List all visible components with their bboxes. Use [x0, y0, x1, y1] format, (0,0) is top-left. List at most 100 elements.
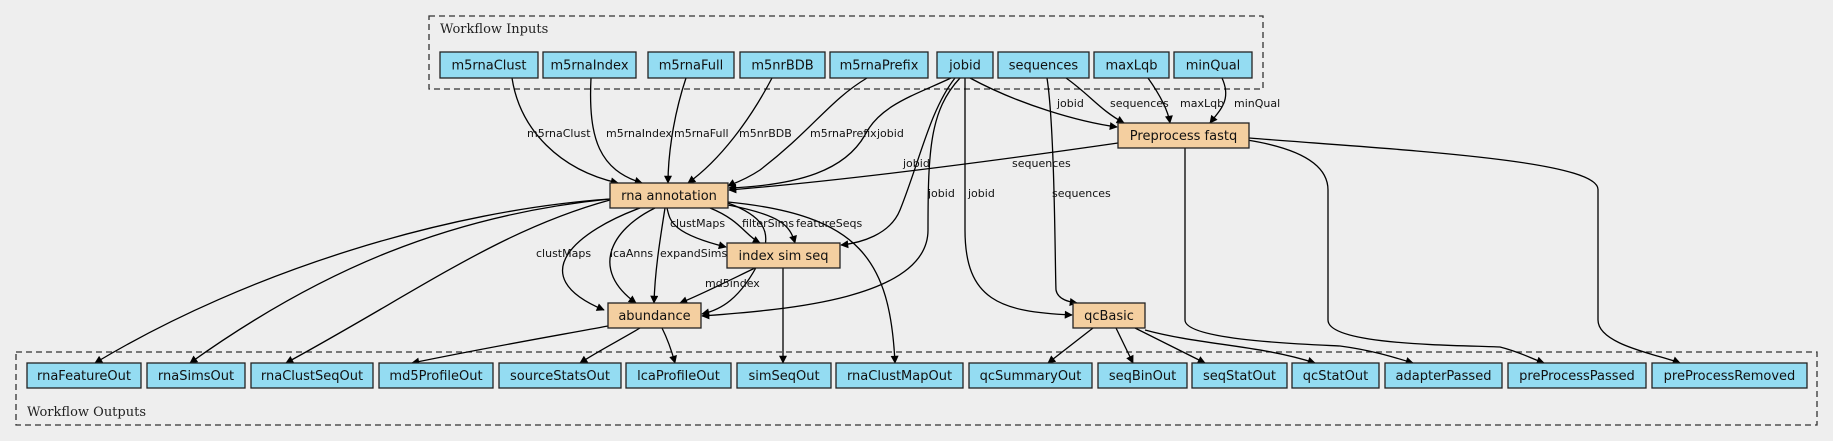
output-label: adapterPassed — [1396, 369, 1492, 384]
input-box[interactable] — [1173, 51, 1253, 79]
output-label: rnaFeatureOut — [37, 369, 131, 384]
step-label: rna annotation — [621, 189, 717, 204]
output-box[interactable] — [26, 362, 142, 389]
step-box[interactable] — [726, 242, 841, 269]
step-node-qcbasic[interactable]: qcBasic — [1072, 302, 1146, 329]
edge-rnaannotation-to-abundance — [609, 207, 656, 304]
output-label: md5ProfileOut — [389, 369, 482, 384]
output-node-preProcessRemoved[interactable]: preProcessRemoved — [1651, 362, 1808, 389]
output-box[interactable] — [736, 362, 832, 389]
edge-rnaannotation-to-rnaFeatureOut — [94, 198, 611, 364]
edge-indexsimseq-to-abundance — [679, 267, 756, 305]
output-box[interactable] — [625, 362, 732, 389]
input-label: m5rnaPrefix — [840, 59, 919, 74]
edge-jobid-to-abundance — [701, 77, 961, 320]
edge-rnaannotation-to-rnaClustMapOut — [727, 201, 899, 364]
output-label: rnaSimsOut — [158, 369, 234, 384]
output-label: simSeqOut — [748, 369, 819, 384]
input-node-m5rnaPrefix[interactable]: m5rnaPrefix — [829, 51, 929, 79]
output-box[interactable] — [1651, 362, 1808, 389]
input-node-m5rnaClust[interactable]: m5rnaClust — [439, 51, 539, 79]
step-label: index sim seq — [739, 249, 829, 264]
output-box[interactable] — [835, 362, 964, 389]
input-node-m5rnaIndex[interactable]: m5rnaIndex — [542, 51, 637, 79]
input-node-maxLqb[interactable]: maxLqb — [1093, 51, 1170, 79]
output-box[interactable] — [1097, 362, 1188, 389]
input-label: maxLqb — [1105, 59, 1157, 74]
edge-label-m5rnaFull: m5rnaFull — [674, 127, 729, 140]
output-node-rnaFeatureOut[interactable]: rnaFeatureOut — [26, 362, 142, 389]
edge-qcbasic-to-qcStatOut — [1144, 329, 1316, 365]
output-node-preProcessPassed[interactable]: preProcessPassed — [1507, 362, 1647, 389]
step-box[interactable] — [1072, 302, 1146, 329]
input-box[interactable] — [1093, 51, 1170, 79]
edge-label-m5rnaIndex: m5rnaIndex — [606, 127, 673, 140]
edge-jobid-to-indexsimseq — [840, 77, 956, 249]
edge-preprocess-to-adapterPassed — [1184, 148, 1414, 365]
edge-preprocess-to-preProcessPassed — [1246, 139, 1545, 365]
edge-m5nrBDB-to-rnaannotation — [687, 77, 773, 184]
step-node-preprocess[interactable]: Preprocess fastq — [1117, 122, 1250, 149]
output-box[interactable] — [1507, 362, 1647, 389]
output-label: seqStatOut — [1203, 369, 1276, 384]
input-box[interactable] — [439, 51, 539, 79]
output-box[interactable] — [1384, 362, 1503, 389]
input-box[interactable] — [739, 51, 826, 79]
input-node-minQual[interactable]: minQual — [1173, 51, 1253, 79]
output-node-rnaClustSeqOut[interactable]: rnaClustSeqOut — [250, 362, 374, 389]
input-node-m5nrBDB[interactable]: m5nrBDB — [739, 51, 826, 79]
input-box[interactable] — [997, 51, 1090, 79]
edge-label-sequences: sequences — [1012, 157, 1071, 170]
output-box[interactable] — [250, 362, 374, 389]
step-box[interactable] — [609, 182, 729, 209]
output-node-sourceStatsOut[interactable]: sourceStatsOut — [498, 362, 622, 389]
edge-m5rnaClust-to-rnaannotation — [511, 77, 619, 186]
input-box[interactable] — [829, 51, 929, 79]
edge-m5rnaIndex-to-rnaannotation — [589, 77, 643, 185]
output-box[interactable] — [1191, 362, 1288, 389]
edge-abundance-to-md5ProfileOut — [411, 325, 609, 366]
output-node-simSeqOut[interactable]: simSeqOut — [736, 362, 832, 389]
step-label: Preprocess fastq — [1130, 129, 1237, 144]
step-node-rnaannotation[interactable]: rna annotation — [609, 182, 729, 209]
edge-rnaannotation-to-indexsimseq — [727, 204, 797, 244]
step-box[interactable] — [1117, 122, 1250, 149]
edge-rnaannotation-to-rnaClustSeqOut — [285, 199, 611, 364]
input-box[interactable] — [936, 51, 994, 79]
edge-minQual-to-preprocess — [1209, 77, 1227, 124]
step-node-indexsimseq[interactable]: index sim seq — [726, 242, 841, 269]
output-node-md5ProfileOut[interactable]: md5ProfileOut — [378, 362, 494, 389]
step-box[interactable] — [607, 302, 702, 329]
output-box[interactable] — [378, 362, 494, 389]
output-box[interactable] — [1291, 362, 1380, 389]
input-label: m5rnaIndex — [550, 59, 628, 74]
input-box[interactable] — [647, 51, 735, 79]
edge-qcbasic-to-seqStatOut — [1134, 327, 1206, 364]
edge-label-m5rnaClust: m5rnaClust — [527, 127, 591, 140]
output-node-seqBinOut[interactable]: seqBinOut — [1097, 362, 1188, 389]
edge-rnaannotation-to-abundance — [562, 207, 641, 311]
workflow-inputs-label: Workflow Inputs — [440, 22, 548, 37]
output-node-rnaClustMapOut[interactable]: rnaClustMapOut — [835, 362, 964, 389]
step-label: abundance — [618, 309, 690, 324]
output-node-rnaSimsOut[interactable]: rnaSimsOut — [146, 362, 246, 389]
output-box[interactable] — [146, 362, 246, 389]
edge-label-sequences: sequences — [1052, 187, 1111, 200]
output-box[interactable] — [498, 362, 622, 389]
output-label: rnaClustSeqOut — [261, 369, 363, 384]
input-box[interactable] — [542, 51, 637, 79]
output-node-lcaProfileOut[interactable]: lcaProfileOut — [625, 362, 732, 389]
step-node-abundance[interactable]: abundance — [607, 302, 702, 329]
output-node-adapterPassed[interactable]: adapterPassed — [1384, 362, 1503, 389]
output-node-qcSummaryOut[interactable]: qcSummaryOut — [968, 362, 1093, 389]
input-node-jobid[interactable]: jobid — [936, 51, 994, 79]
edge-jobid-to-rnaannotation — [728, 77, 952, 192]
input-node-sequences[interactable]: sequences — [997, 51, 1090, 79]
output-node-seqStatOut[interactable]: seqStatOut — [1191, 362, 1288, 389]
output-node-qcStatOut[interactable]: qcStatOut — [1291, 362, 1380, 389]
edge-label-featureSeqs: featureSeqs — [796, 217, 862, 230]
input-node-m5rnaFull[interactable]: m5rnaFull — [647, 51, 735, 79]
output-box[interactable] — [968, 362, 1093, 389]
edge-label-jobid: jobid — [876, 127, 904, 140]
